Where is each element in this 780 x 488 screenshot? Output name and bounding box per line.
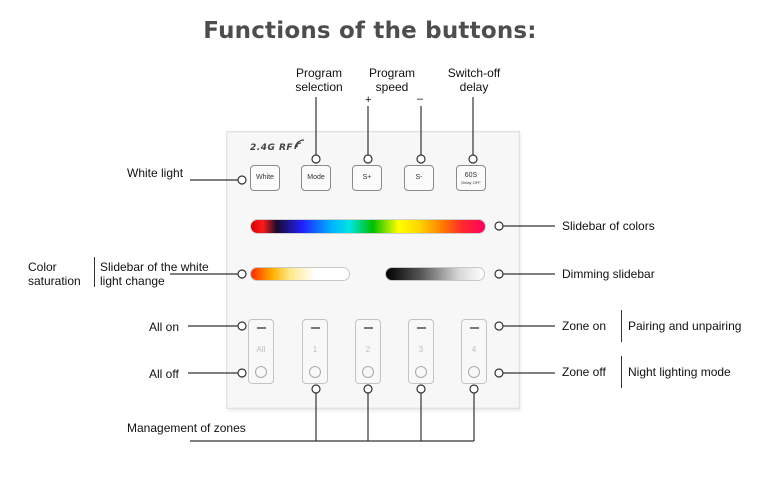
all-on-label: All on (149, 320, 180, 334)
white-button[interactable]: White (250, 165, 280, 191)
zone-on-indicator (257, 327, 266, 329)
zone-1-button[interactable]: 1 (302, 319, 328, 384)
divider (621, 356, 622, 388)
wireless-signal-icon (294, 139, 305, 150)
zone-all-label: All (256, 345, 266, 354)
delay-button-main: 60S (464, 171, 478, 179)
zone-1-label: 1 (312, 345, 318, 354)
zone-off-label: Zone off (562, 365, 606, 379)
program-speed-line1: Program (368, 66, 415, 80)
zone-4-button[interactable]: 4 (461, 319, 487, 384)
zone-2-label: 2 (365, 345, 371, 354)
white-light-label: White light (127, 166, 184, 180)
zone-2-button[interactable]: 2 (355, 319, 381, 384)
program-selection-label: Program selection (286, 66, 352, 94)
zone-off-indicator (415, 366, 427, 378)
divider (621, 310, 622, 342)
color-slidebar[interactable] (250, 219, 486, 234)
management-of-zones-label: Management of zones (127, 421, 246, 435)
zone-all-button[interactable]: All (248, 319, 274, 384)
speed-plus-label: + (365, 94, 372, 106)
divider (94, 257, 95, 287)
dimming-slidebar[interactable] (385, 267, 485, 281)
switch-off-delay-line1: Switch-off (447, 66, 501, 80)
switch-off-delay-line2: delay (459, 80, 489, 94)
white-button-label: White (256, 174, 274, 181)
speed-minus-button-label: S- (415, 174, 423, 181)
color-saturation-line2: saturation (28, 274, 81, 288)
zone-on-indicator (311, 327, 320, 329)
delay-button[interactable]: 60S Delay OFF (456, 165, 486, 191)
zone-3-button[interactable]: 3 (408, 319, 434, 384)
speed-minus-label: – (417, 93, 424, 105)
zone-off-indicator (362, 366, 374, 378)
program-selection-line2: selection (295, 80, 343, 94)
delay-button-sub: Delay OFF (461, 179, 481, 185)
program-speed-line2: speed (375, 80, 409, 94)
speed-minus-button[interactable]: S- (404, 165, 434, 191)
white-light-change-line2: light change (100, 274, 165, 288)
mode-button-label: Mode (307, 174, 325, 181)
white-light-change-line1: Slidebar of the white (100, 260, 209, 274)
brand-logo: 2.4G RF (250, 143, 294, 153)
speed-plus-button[interactable]: S+ (352, 165, 382, 191)
zone-off-indicator (309, 366, 321, 378)
dimming-slidebar-label: Dimming slidebar (562, 267, 655, 281)
program-selection-line1: Program (295, 66, 342, 80)
zone-on-label: Zone on (562, 319, 607, 333)
delay-button-label: 60S Delay OFF (461, 172, 480, 185)
mode-button[interactable]: Mode (301, 165, 331, 191)
color-saturation-label: Color saturation (28, 260, 81, 288)
zone-on-indicator (417, 327, 426, 329)
zone-3-label: 3 (418, 345, 424, 354)
all-off-label: All off (149, 367, 179, 381)
program-speed-label: Program speed (362, 66, 422, 94)
zone-off-indicator (255, 366, 267, 378)
zone-on-indicator (470, 327, 479, 329)
switch-off-delay-label: Switch-off delay (438, 66, 510, 94)
zone-4-label: 4 (471, 345, 477, 354)
color-saturation-line1: Color (28, 260, 57, 274)
pairing-label: Pairing and unpairing (628, 319, 742, 333)
page-title: Functions of the buttons: (203, 18, 537, 44)
speed-plus-button-label: S+ (362, 174, 372, 181)
white-light-slidebar[interactable] (250, 267, 350, 281)
white-light-change-label: Slidebar of the white light change (100, 260, 209, 288)
zone-on-indicator (364, 327, 373, 329)
zone-off-indicator (468, 366, 480, 378)
slidebar-of-colors-label: Slidebar of colors (562, 219, 655, 233)
night-lighting-label: Night lighting mode (628, 365, 731, 379)
